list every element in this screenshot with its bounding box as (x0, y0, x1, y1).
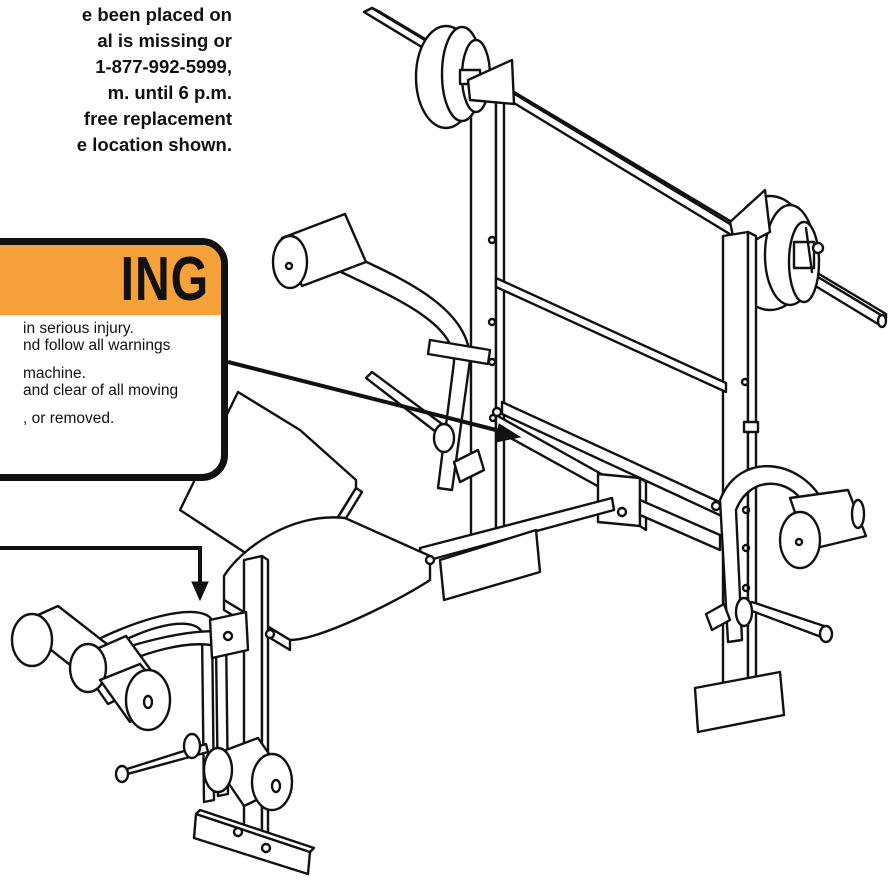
barbell (362, 6, 888, 329)
warning-line: , or removed. (23, 410, 115, 427)
warning-line: in serious injury. (23, 320, 134, 337)
warning-header-band: ING (0, 245, 221, 315)
intro-line: e been placed on (81, 4, 232, 25)
warning-line: and clear of all moving (23, 382, 179, 399)
intro-line: al is missing or (97, 30, 232, 51)
rear-crossbars (494, 276, 728, 520)
warning-text: in serious injury. nd follow all warning… (0, 320, 215, 427)
left-upright (469, 78, 506, 582)
rear-left-leg-arm (271, 212, 492, 492)
warning-line: nd follow all warnings (23, 337, 171, 354)
intro-line: m. until 6 p.m. (107, 82, 232, 103)
warning-line: machine. (23, 365, 86, 382)
intro-line: 1-877-992-5999, (95, 56, 232, 77)
intro-line: e location shown. (76, 134, 232, 155)
intro-line: free replacement (83, 108, 232, 129)
intro-paragraph: e been placed on al is missing or 1-877-… (0, 2, 232, 158)
right-leg-arm (704, 464, 868, 644)
warning-title: ING (120, 245, 209, 314)
frame-rail (418, 413, 786, 734)
warning-label: ING in serious injury. nd follow all war… (0, 238, 228, 481)
callout-arrows (0, 360, 522, 602)
front-leg-developer (10, 604, 294, 812)
